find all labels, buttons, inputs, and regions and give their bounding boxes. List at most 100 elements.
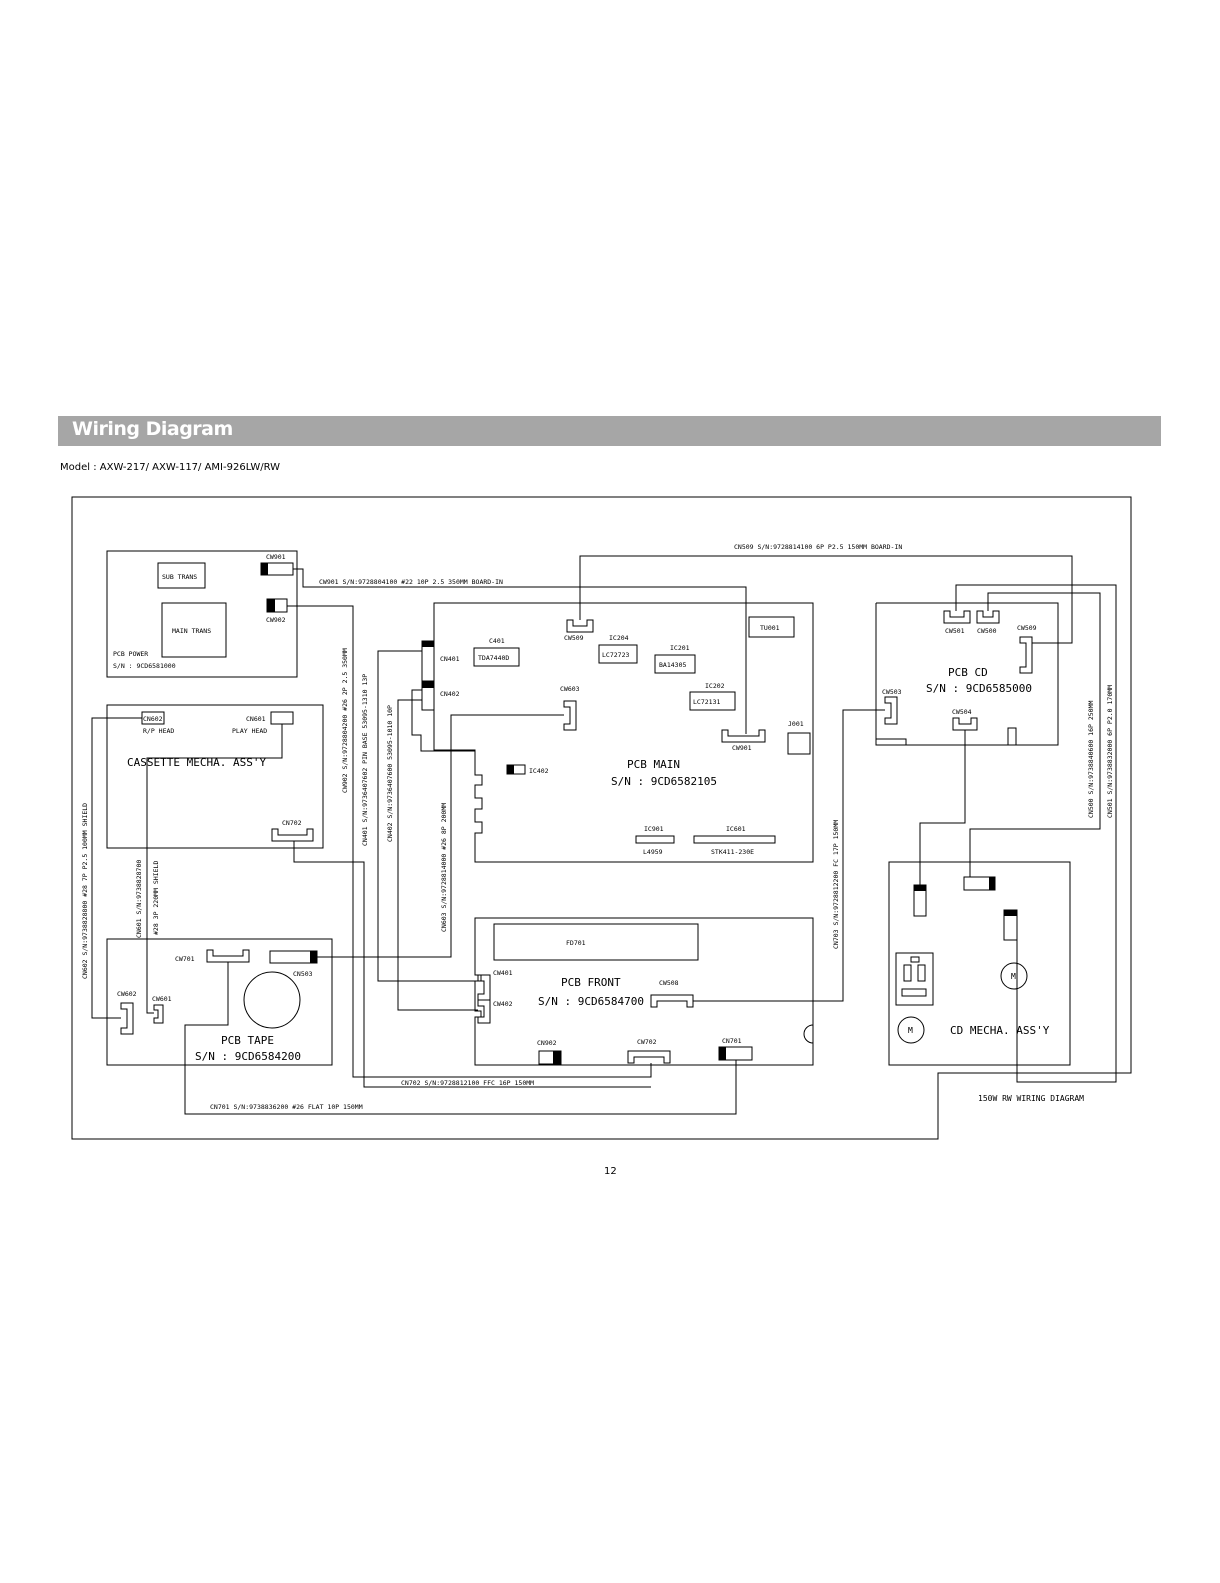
wire-cn401 bbox=[377, 650, 478, 982]
cd-cw509-connector bbox=[1019, 636, 1033, 674]
cd-mecha-sq2 bbox=[917, 964, 926, 982]
model-line: Model : AXW-217/ AXW-117/ AMI-926LW/RW bbox=[60, 462, 281, 473]
front-cw401-label: CW401 bbox=[493, 969, 513, 977]
pcb-cd-board bbox=[875, 602, 1059, 746]
outer-frame bbox=[71, 496, 1132, 1140]
ba14305-label: BA14305 bbox=[659, 661, 686, 669]
cd-cw509-label: CW509 bbox=[1017, 624, 1037, 632]
lc72723-chip bbox=[598, 644, 638, 664]
cable-cw902-label: CW902 S/N:9728804200 #26 2P 2.5 350MM bbox=[341, 648, 349, 793]
power-cw901-label: CW901 bbox=[266, 553, 286, 561]
front-cw702-label: CW702 bbox=[637, 1038, 657, 1046]
wire-cn402 bbox=[411, 689, 475, 752]
main-trans-label: MAIN TRANS bbox=[172, 627, 211, 635]
cable-cn401-label: CN401 S/N:9736407602 PIN BASE 53095-1310… bbox=[361, 674, 369, 846]
wire-cw901 bbox=[293, 568, 747, 734]
ba14305-chip bbox=[654, 654, 696, 674]
main-cw901-label: CW901 bbox=[732, 744, 752, 752]
lc72723-label: LC72723 bbox=[602, 651, 629, 659]
tape-cw602-label: CW602 bbox=[117, 990, 137, 998]
tape-cn503-label: CN503 bbox=[293, 970, 313, 978]
cd-motor-1-label: M bbox=[1011, 972, 1016, 981]
front-cw508-connector bbox=[650, 994, 694, 1008]
cd-motor-2-circle bbox=[897, 1016, 925, 1044]
wire-cd-cw501 bbox=[955, 584, 1117, 1083]
wire-cw504 bbox=[919, 730, 966, 885]
ic901-chip bbox=[635, 835, 675, 844]
section-banner: Wiring Diagram bbox=[58, 416, 1161, 446]
cable-cn501-label: CN501 S/N:9738832000 6P P2.0 170MM bbox=[1106, 685, 1114, 818]
main-cw901-connector bbox=[721, 729, 766, 743]
pcb-power-name: PCB POWER bbox=[113, 650, 148, 658]
j001-jack bbox=[787, 732, 811, 755]
wire-cn402-front bbox=[397, 699, 478, 1011]
cd-cw503-connector bbox=[884, 696, 898, 725]
sub-trans bbox=[157, 562, 206, 589]
wire-cw902 bbox=[287, 605, 652, 1078]
ic601-chip bbox=[693, 835, 776, 844]
pcb-front-sn: S/N : 9CD6584700 bbox=[538, 995, 644, 1008]
power-cw902-label: CW902 bbox=[266, 616, 286, 624]
cable-cn500-label: CN500 S/N:9738840600 16P 250MM bbox=[1087, 701, 1095, 818]
tu001-box bbox=[748, 616, 795, 638]
stk-label: STK411-230E bbox=[711, 848, 754, 856]
pcb-front-name: PCB FRONT bbox=[561, 976, 621, 989]
front-cw402-label: CW402 bbox=[493, 1000, 513, 1008]
cd-motor-2-label: M bbox=[908, 1026, 913, 1035]
cassette-cn601-connector bbox=[270, 711, 294, 725]
front-cw401-connector bbox=[477, 974, 491, 1001]
tape-cw701-connector bbox=[206, 949, 250, 963]
cd-mecha-board bbox=[888, 861, 1071, 1066]
pcb-tape-board bbox=[106, 938, 333, 1066]
wire-cn603 bbox=[317, 714, 564, 958]
cable-cn402-label: CN402 S/N:9736407600 53095-1010 10P bbox=[386, 705, 394, 842]
wire-cd-cw500 bbox=[969, 592, 1101, 877]
cd-mecha-chassis bbox=[895, 952, 934, 1006]
cable-cw901-label: CW901 S/N:9728804100 #22 10P 2.5 350MM B… bbox=[319, 578, 503, 586]
front-cn902-label: CN902 bbox=[537, 1039, 557, 1047]
ic204-label: IC204 bbox=[609, 634, 629, 642]
cd-cw500-connector bbox=[976, 610, 1000, 624]
c401-label: C401 bbox=[489, 637, 505, 645]
front-cw508-label: CW508 bbox=[659, 979, 679, 987]
cable-cn703-label: CN703 S/N:9728812200 FC 17P 150MM bbox=[832, 820, 840, 949]
tape-cn503-connector bbox=[269, 950, 318, 964]
cd-cw501-label: CW501 bbox=[945, 627, 965, 635]
rp-head-label: R/P HEAD bbox=[143, 727, 174, 735]
main-cn402-label: CN402 bbox=[440, 690, 460, 698]
cable-cn601-spec-label: #28 3P 220MM SHIELD bbox=[152, 861, 160, 935]
main-trans bbox=[161, 602, 227, 658]
ic202-label: IC202 bbox=[705, 682, 725, 690]
wire-cn509 bbox=[579, 555, 1073, 644]
cd-cw501-connector bbox=[943, 610, 971, 624]
cd-cw500-label: CW500 bbox=[977, 627, 997, 635]
tape-cw701-label: CW701 bbox=[175, 955, 195, 963]
main-cw603-label: CW603 bbox=[560, 685, 580, 693]
cassette-cn602-label: CN602 bbox=[143, 715, 163, 723]
wire-cn601 bbox=[146, 724, 283, 1014]
main-cw509-label: CW509 bbox=[564, 634, 584, 642]
tape-cw601-connector bbox=[153, 1004, 164, 1024]
pcb-main-board bbox=[433, 602, 814, 863]
wire-cn703 bbox=[693, 709, 885, 1002]
pcb-tape-name: PCB TAPE bbox=[221, 1034, 274, 1047]
cable-cn509-label: CN509 S/N:9728814100 6P P2.5 150MM BOARD… bbox=[734, 543, 902, 551]
cd-cw503-label: CW503 bbox=[882, 688, 902, 696]
tu001-label: TU001 bbox=[760, 624, 780, 632]
cassette-cn601-label: CN601 bbox=[246, 715, 266, 723]
tda-chip bbox=[473, 647, 520, 667]
fd701-display bbox=[493, 923, 699, 961]
pcb-main-sn: S/N : 9CD6582105 bbox=[611, 775, 717, 788]
sub-trans-label: SUB TRANS bbox=[162, 573, 197, 581]
pcb-power-board bbox=[106, 550, 298, 678]
cd-mecha-slot bbox=[901, 988, 927, 997]
tape-deck-circle bbox=[243, 971, 301, 1029]
cassette-cn702-connector bbox=[271, 828, 314, 842]
pcb-main-name: PCB MAIN bbox=[627, 758, 680, 771]
main-cn401-label: CN401 bbox=[440, 655, 460, 663]
front-cw702-connector bbox=[627, 1050, 671, 1064]
cable-cn603-label: CN603 S/N:9728814000 #26 8P 200MM bbox=[440, 803, 448, 932]
cd-motor-1-circle bbox=[1000, 962, 1028, 990]
lc72131-label: LC72131 bbox=[693, 698, 720, 706]
